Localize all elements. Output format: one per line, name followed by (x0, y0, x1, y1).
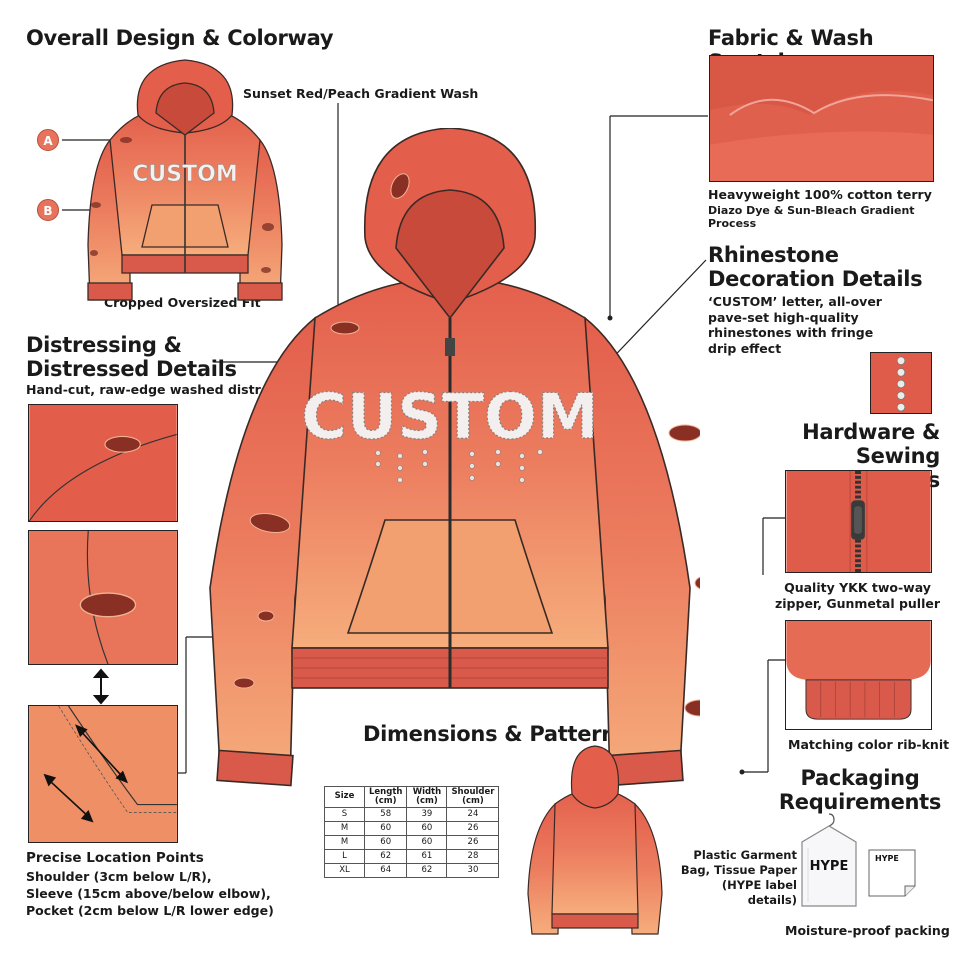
size-table: Size Length (cm) Width (cm) Shoulder (cm… (324, 786, 500, 878)
ribknit-desc: Matching color rib-knit (788, 737, 950, 752)
table-cell: M (324, 820, 365, 836)
table-cell: 61 (406, 848, 448, 864)
bag-desc: Plastic Garment Bag, Tissue Paper (HYPE … (680, 848, 797, 907)
table-cell: L (324, 848, 365, 864)
size-table-header: Size Length (cm) Width (cm) Shoulder (cm… (324, 786, 500, 808)
badge-b: B (37, 199, 59, 221)
table-cell: 28 (446, 848, 500, 864)
table-cell: 26 (446, 820, 500, 836)
location-line-3: Pocket (2cm below L/R lower edge) (26, 903, 274, 918)
table-row: L 62 61 28 (324, 848, 500, 864)
header-width: Width (cm) (406, 786, 448, 808)
cropped-fit-label: Cropped Oversized Fit (104, 295, 261, 310)
distress-desc: Hand-cut, raw-edge washed distress (26, 382, 285, 397)
rhinestone-closeup-panel (870, 352, 932, 414)
table-row: XL 64 62 30 (324, 862, 500, 878)
small-front-text: CUSTOM (132, 162, 237, 187)
moisture-label: Moisture-proof packing (785, 923, 950, 938)
ribknit-closeup-panel (785, 620, 932, 730)
table-cell: 64 (363, 862, 408, 878)
table-cell: 62 (406, 862, 448, 878)
packaging-heading: Packaging Requirements (778, 766, 942, 815)
location-title: Precise Location Points (26, 850, 204, 866)
table-cell: 24 (446, 806, 500, 822)
table-cell: 26 (446, 834, 500, 850)
table-row: S 58 39 24 (324, 806, 500, 822)
zipper-closeup-panel (785, 470, 932, 573)
overall-design-heading: Overall Design & Colorway (26, 26, 334, 50)
table-cell: XL (324, 862, 365, 878)
fabric-desc-2: Diazo Dye & Sun-Bleach Gradient Process (708, 204, 915, 230)
rhinestone-desc: ‘CUSTOM’ letter, all-over pave-set high-… (708, 294, 882, 356)
table-cell: 60 (406, 834, 448, 850)
back-view-hoodie-illustration (527, 745, 663, 935)
header-size: Size (324, 786, 365, 808)
tag-brand-text: HYPE (875, 854, 899, 863)
table-cell: S (324, 806, 365, 822)
rhinestone-heading: Rhinestone Decoration Details (708, 243, 923, 292)
zipper-desc: Quality YKK two-way zipper, Gunmetal pul… (774, 580, 941, 612)
distress-heading: Distressing & Distressed Details (26, 333, 237, 382)
gradient-wash-label: Sunset Red/Peach Gradient Wash (243, 86, 479, 101)
fabric-swatch-panel (709, 55, 934, 182)
table-row: M 60 60 26 (324, 834, 500, 850)
small-hoodie-illustration: CUSTOM (87, 59, 283, 301)
fabric-desc-1: Heavyweight 100% cotton terry (708, 187, 932, 202)
header-length: Length (cm) (363, 786, 408, 808)
location-line-1: Shoulder (3cm below L/R), (26, 869, 212, 884)
table-cell: 39 (406, 806, 448, 822)
table-row: M 60 60 26 (324, 820, 500, 836)
main-hoodie-illustration: CUSTOM (209, 128, 700, 787)
header-shoulder: Shoulder (cm) (446, 786, 500, 808)
table-cell: 60 (406, 820, 448, 836)
table-cell: 62 (363, 848, 408, 864)
table-cell: 60 (363, 834, 408, 850)
distress-sleeve-panel (28, 530, 178, 665)
pocket-location-panel (28, 705, 178, 843)
table-cell: 30 (446, 862, 500, 878)
front-custom-text: CUSTOM (301, 380, 598, 453)
hype-tag-illustration: HYPE (868, 849, 916, 897)
bag-brand-text: HYPE (810, 859, 849, 874)
garment-bag-illustration: HYPE (801, 813, 857, 907)
table-cell: 60 (363, 820, 408, 836)
dimensions-heading: Dimensions & Patterns (363, 722, 629, 746)
location-line-2: Sleeve (15cm above/below elbow), (26, 886, 271, 901)
badge-a: A (37, 129, 59, 151)
table-cell: M (324, 834, 365, 850)
table-cell: 58 (363, 806, 408, 822)
distress-shoulder-panel (28, 404, 178, 522)
